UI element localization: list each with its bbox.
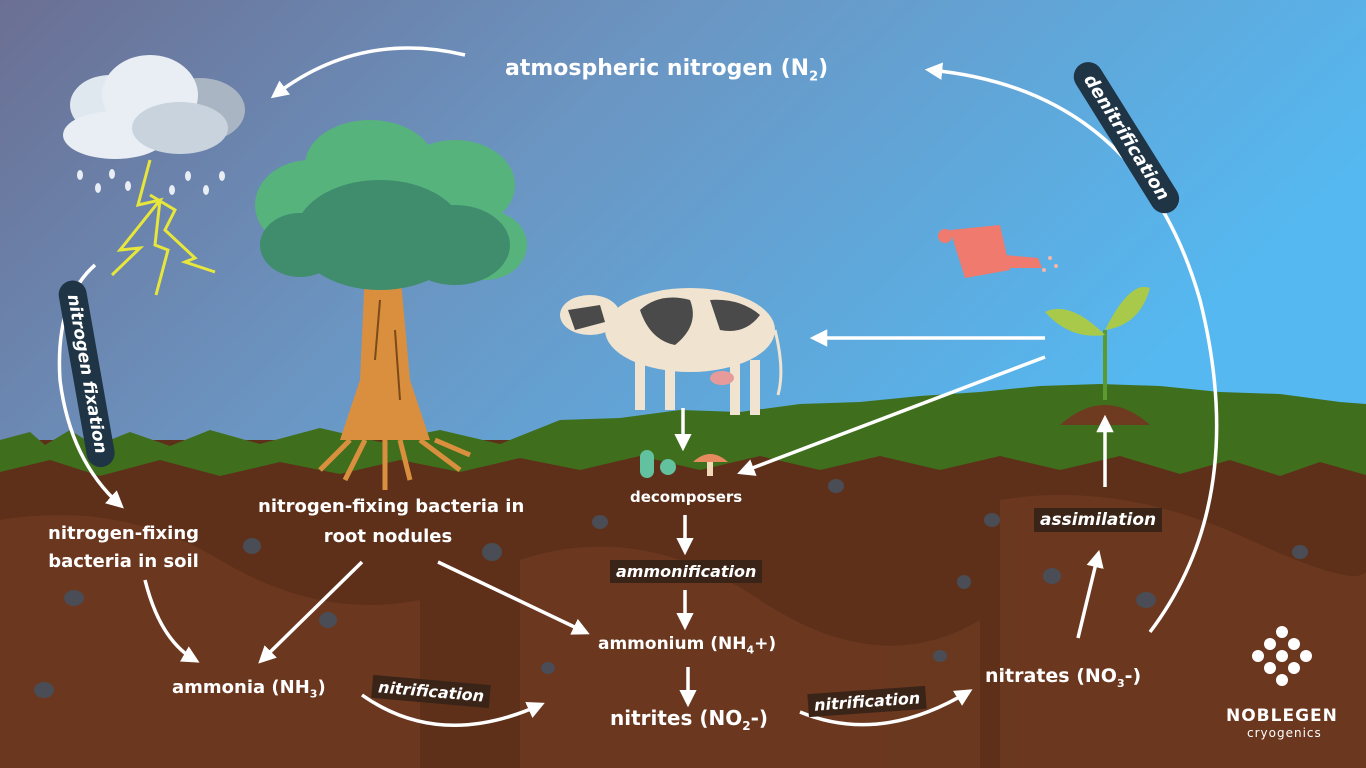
arrow-plant-to-decomposers: [737, 355, 1046, 476]
ammonia-subscript: 3: [309, 687, 318, 701]
arrow-nodules-to-ammonium: [437, 560, 590, 635]
brand-tagline: cryogenics: [1247, 726, 1322, 740]
page-title: atmospheric nitrogen (N2): [505, 56, 828, 84]
soil-bacteria-label: nitrogen-fixing bacteria in soil: [48, 520, 199, 576]
arrow-ammonia-to-nitrites: [360, 693, 545, 727]
nodule-bacteria-line2: root nodules: [323, 526, 453, 547]
soil-bacteria-line2: bacteria in soil: [48, 551, 199, 572]
soil-bacteria-line1: nitrogen-fixing: [48, 523, 200, 544]
assimilation-tag: assimilation: [1034, 508, 1163, 532]
arrow-soil-bacteria-to-ammonia: [143, 579, 200, 663]
lightning-icon: [110, 159, 216, 296]
sky-background: [0, 0, 1366, 460]
ammonia-text: ammonia (NH: [172, 677, 310, 698]
ammonium-suffix: +): [754, 634, 777, 654]
title-subscript: 2: [809, 69, 819, 85]
arrow-atmosphere-to-cloud: [270, 46, 466, 99]
decomposers-label: decomposers: [630, 488, 743, 506]
arrow-nitrites-to-nitrates: [799, 689, 973, 727]
arrow-nitrates-to-assimilation: [1076, 549, 1104, 639]
ammonium-subscript: 4: [746, 643, 755, 657]
storm-cloud-icon: [63, 55, 245, 195]
arrow-denitrification: [924, 62, 1219, 634]
soil-pebbles: [34, 479, 1308, 698]
title-close: ): [818, 56, 829, 81]
noblegen-logo-icon: [1252, 626, 1312, 686]
mushroom-icon: [693, 454, 728, 476]
nitrites-label: nitrites (NO2-): [610, 706, 768, 733]
brand-name: NOBLEGEN: [1226, 706, 1338, 726]
cow-icon: [560, 288, 783, 415]
title-main: atmospheric nitrogen (N: [505, 56, 810, 81]
tree-icon: [255, 120, 527, 490]
ammonia-suffix: ): [317, 677, 326, 698]
ammonia-label: ammonia (NH3): [172, 677, 326, 701]
arrow-nodules-to-ammonia: [258, 560, 364, 664]
nitrates-suffix: -): [1124, 665, 1142, 687]
nitrates-text: nitrates (NO: [985, 665, 1117, 687]
nitrites-suffix: -): [750, 706, 769, 730]
bacteria-icon: [640, 450, 676, 478]
cycle-arrows: [57, 46, 1219, 727]
nitrites-text: nitrites (NO: [610, 706, 743, 730]
nitrates-label: nitrates (NO3-): [985, 665, 1141, 690]
nodule-bacteria-line1: nitrogen-fixing bacteria in: [258, 496, 525, 517]
nitrates-subscript: 3: [1116, 676, 1125, 690]
ammonification-tag: ammonification: [610, 560, 763, 583]
nitrites-subscript: 2: [742, 719, 751, 733]
watering-can-icon: [938, 225, 1058, 278]
nodule-bacteria-label: nitrogen-fixing bacteria in root nodules: [258, 492, 525, 552]
ammonium-text: ammonium (NH: [598, 634, 747, 654]
ammonium-label: ammonium (NH4+): [598, 634, 776, 656]
